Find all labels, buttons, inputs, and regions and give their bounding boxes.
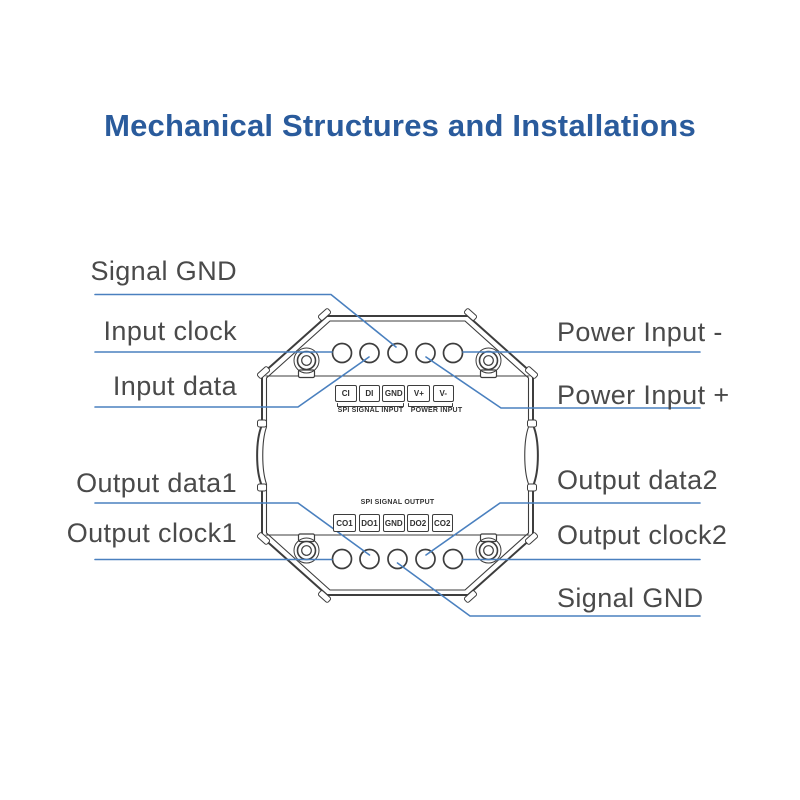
callout-input-data: Input data bbox=[112, 371, 237, 401]
wire-hole-do1 bbox=[359, 548, 380, 570]
output-wire-holes bbox=[331, 548, 464, 570]
group-label-spi-signal-input: SPI SIGNAL INPUT bbox=[337, 407, 404, 414]
wire-hole-vminus bbox=[442, 342, 464, 364]
input-wire-holes bbox=[331, 342, 464, 364]
group-label-power-input: POWER INPUT bbox=[410, 407, 463, 414]
wire-hole-di bbox=[359, 342, 380, 364]
leader-output-data2 bbox=[425, 502, 701, 556]
callout-power-input-neg: Power Input - bbox=[557, 317, 723, 347]
callout-signal-gnd-output: Signal GND bbox=[557, 583, 704, 613]
output-terminal-strip: CO1 DO1 GND DO2 CO2 bbox=[333, 514, 453, 532]
corner-caps bbox=[256, 308, 539, 603]
page-title: Mechanical Structures and Installations bbox=[104, 108, 696, 143]
callout-input-clock: Input clock bbox=[103, 316, 237, 346]
terminal-vplus: V+ bbox=[407, 385, 431, 402]
leader-signal-gnd-output bbox=[396, 562, 701, 617]
leader-power-input-pos bbox=[425, 356, 701, 409]
callout-output-data2: Output data2 bbox=[557, 465, 718, 495]
screw-bottom-left bbox=[293, 533, 320, 564]
wire-hole-gnd-in bbox=[387, 342, 408, 364]
callout-output-clock2: Output clock2 bbox=[557, 520, 728, 550]
terminal-do1: DO1 bbox=[358, 514, 381, 532]
leader-lines bbox=[94, 293, 701, 617]
terminal-co2: CO2 bbox=[431, 514, 453, 532]
terminal-di: DI bbox=[358, 385, 381, 402]
leader-signal-gnd-input bbox=[94, 293, 397, 348]
power-input-bracket bbox=[408, 403, 453, 407]
leader-output-data1 bbox=[94, 502, 371, 556]
wire-hole-gnd-out bbox=[387, 548, 408, 570]
wire-hole-vplus bbox=[415, 342, 436, 364]
screw-top-right bbox=[475, 347, 502, 379]
terminal-vminus: V- bbox=[432, 385, 454, 402]
device-inner-outline bbox=[262, 320, 530, 591]
callout-output-clock1: Output clock1 bbox=[66, 518, 237, 548]
terminal-gnd-in: GND bbox=[382, 385, 406, 402]
terminal-do2: DO2 bbox=[407, 514, 429, 532]
group-label-spi-signal-output: SPI SIGNAL OUTPUT bbox=[360, 499, 435, 506]
callout-output-data1: Output data1 bbox=[76, 468, 237, 498]
callout-power-input-pos: Power Input + bbox=[557, 380, 730, 410]
terminal-gnd-out: GND bbox=[383, 514, 405, 532]
wire-hole-do2 bbox=[415, 548, 436, 570]
leader-input-data bbox=[94, 356, 370, 408]
screw-top-left bbox=[293, 347, 320, 379]
callout-signal-gnd-input: Signal GND bbox=[90, 256, 237, 286]
input-terminal-strip: CI DI GND V+ V- bbox=[335, 385, 454, 402]
terminal-ci: CI bbox=[335, 385, 357, 402]
terminal-co1: CO1 bbox=[333, 514, 356, 532]
spi-input-bracket bbox=[337, 403, 404, 407]
wire-hole-ci bbox=[331, 342, 353, 364]
